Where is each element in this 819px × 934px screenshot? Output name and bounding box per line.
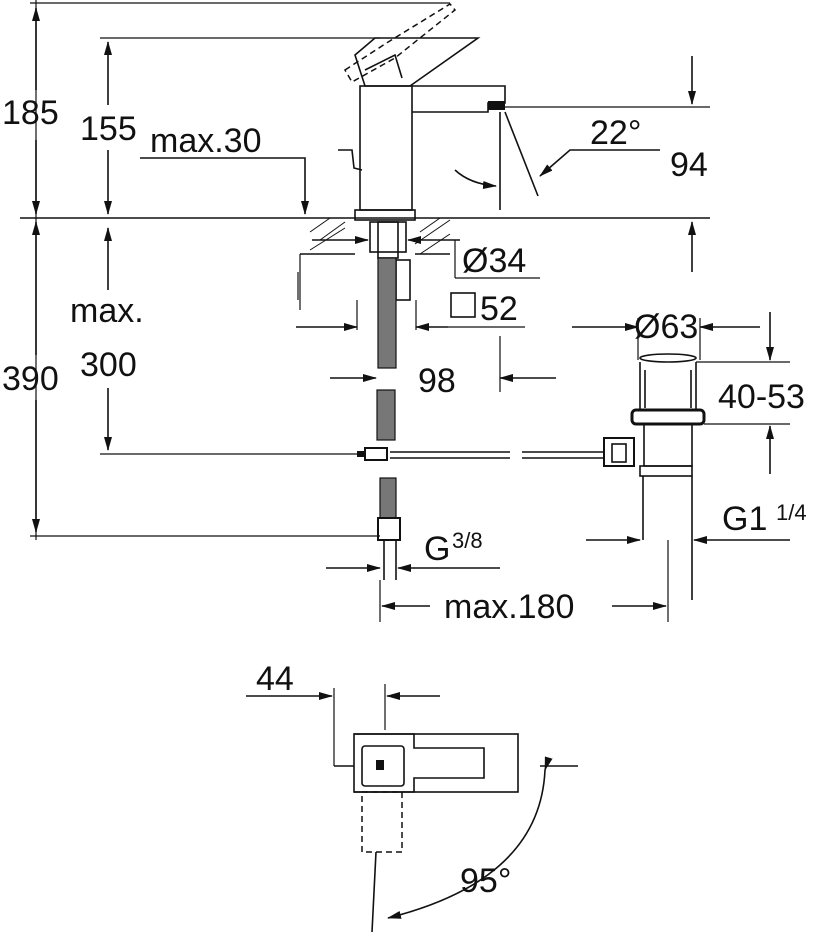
dim-max180: max.180 [444,588,574,626]
drain-assembly [603,353,706,600]
tee-connector [364,447,388,461]
aerator [488,101,505,110]
dim-155: 155 [80,110,137,148]
popup-rod [338,149,363,171]
base-flange [354,209,416,221]
braided-hose [376,257,397,519]
dim-g-left: G [424,530,450,568]
dimension-labels: 185 155 max.30 22° 94 Ø34 52 max. 300 39… [2,94,807,900]
faucet-plan-view [246,684,578,933]
dim-390: 390 [2,360,59,398]
dim-44: 44 [256,660,294,698]
countertop-hatch [300,217,451,255]
dim-angle-22: 22° [590,114,641,152]
dim-94: 94 [670,146,708,184]
mounting-shank [369,221,407,253]
dimension-lines-top [30,0,790,622]
dim-diameter-63: Ø63 [634,308,698,346]
dim-max30: max.30 [150,122,262,160]
faucet-body [359,85,413,211]
dim-g-right-frac: 1/4 [776,500,807,525]
dim-300: 300 [80,346,137,384]
dim-g-left-frac: 3/8 [452,528,483,553]
plan-outline [353,733,519,793]
dim-185: 185 [2,94,59,132]
dim-max-word: max. [70,292,144,330]
lever-handle [354,37,481,87]
lever-open-outline [343,3,457,84]
dim-g-right: G1 [722,500,767,538]
dim-angle-95: 95° [460,862,511,900]
dim-diameter-34: Ø34 [462,242,526,280]
dim-98: 98 [418,362,456,400]
faucet-elevation [20,3,710,600]
lever-rotated-outline [361,791,403,853]
dim-square-52: 52 [480,290,518,328]
dim-40-53: 40-53 [718,378,805,416]
valve-nut [377,517,401,541]
